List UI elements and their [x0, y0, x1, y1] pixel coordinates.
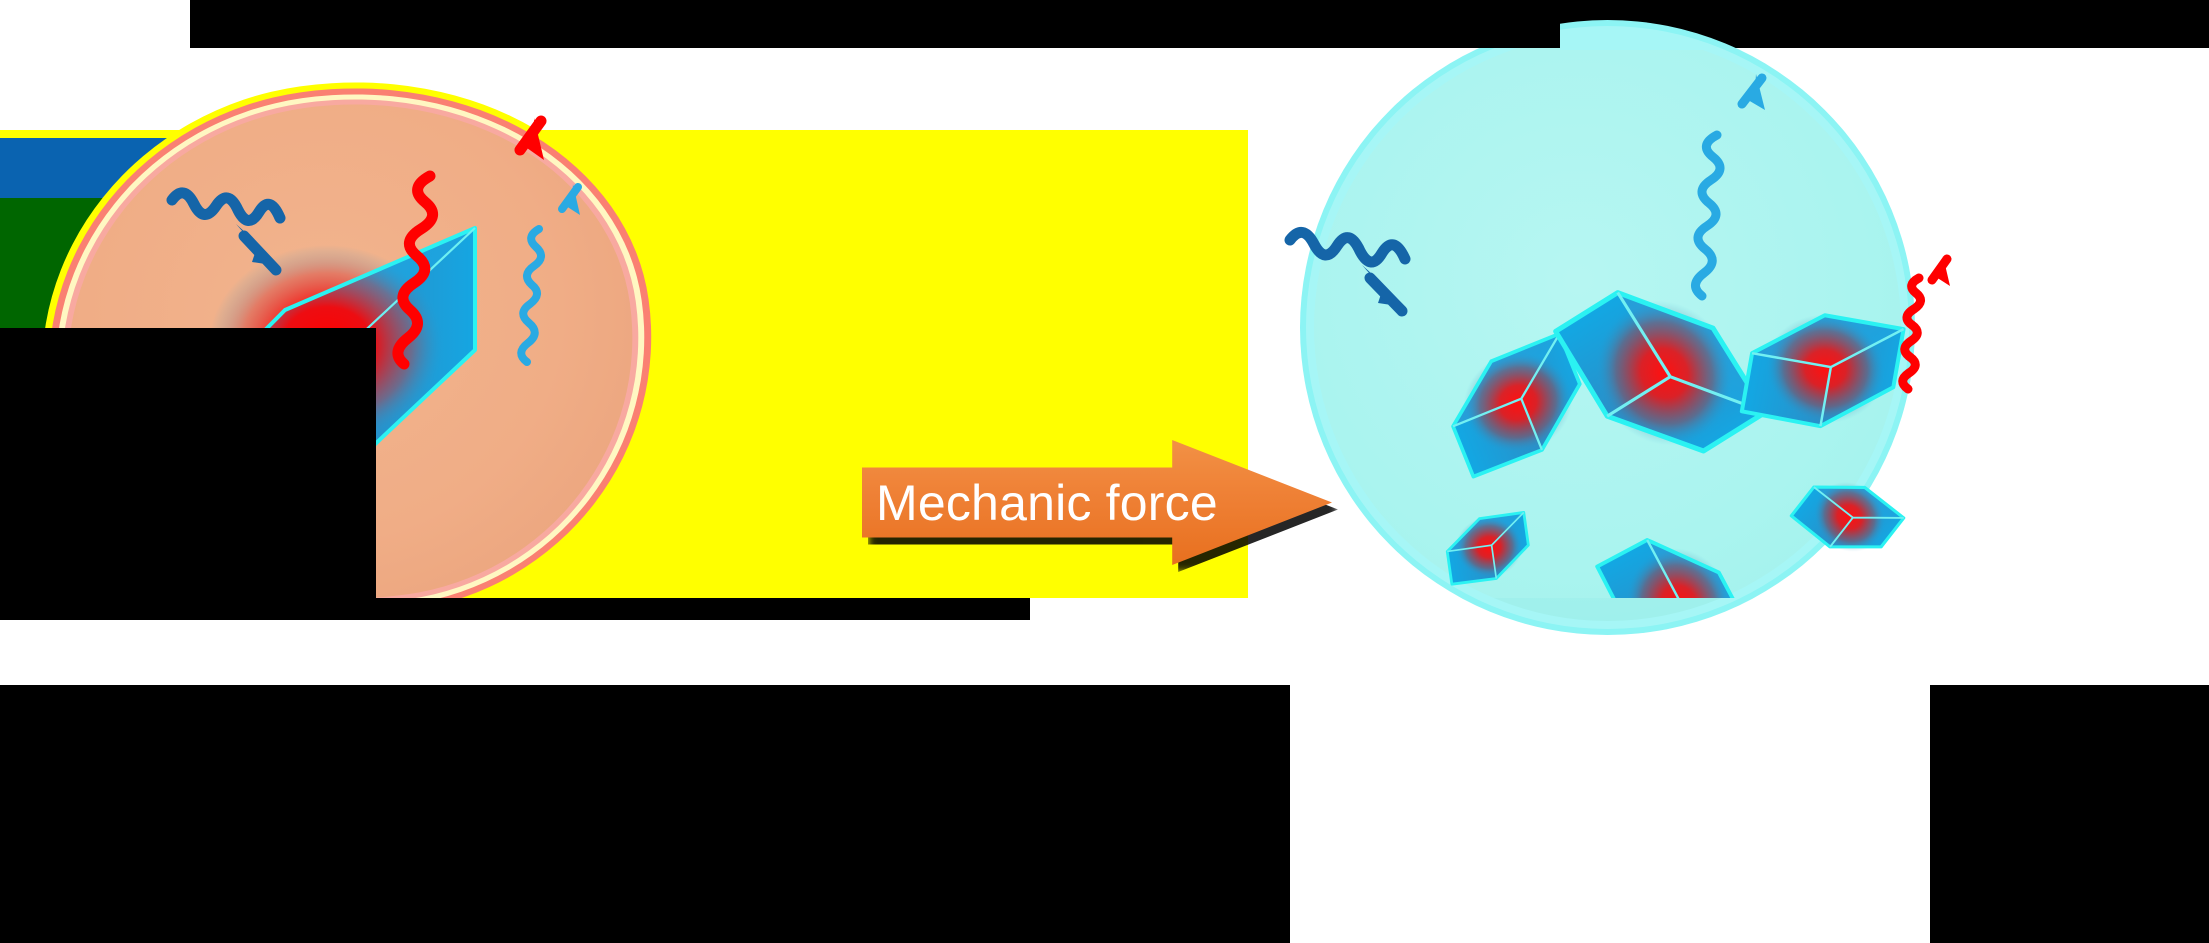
band-bottom-black [0, 685, 2209, 943]
band-black-rule2 [0, 598, 329, 620]
circle-fill [1314, 34, 1901, 621]
band-white-top-notch [0, 0, 190, 48]
mechanic-force-label: Mechanic force [876, 475, 1218, 531]
mechanic-force-arrow[interactable]: Mechanic force [862, 440, 1338, 572]
nanocrystal-region [1300, 20, 1915, 635]
band-top-black [0, 0, 2209, 48]
band-white-lower [0, 620, 2209, 685]
